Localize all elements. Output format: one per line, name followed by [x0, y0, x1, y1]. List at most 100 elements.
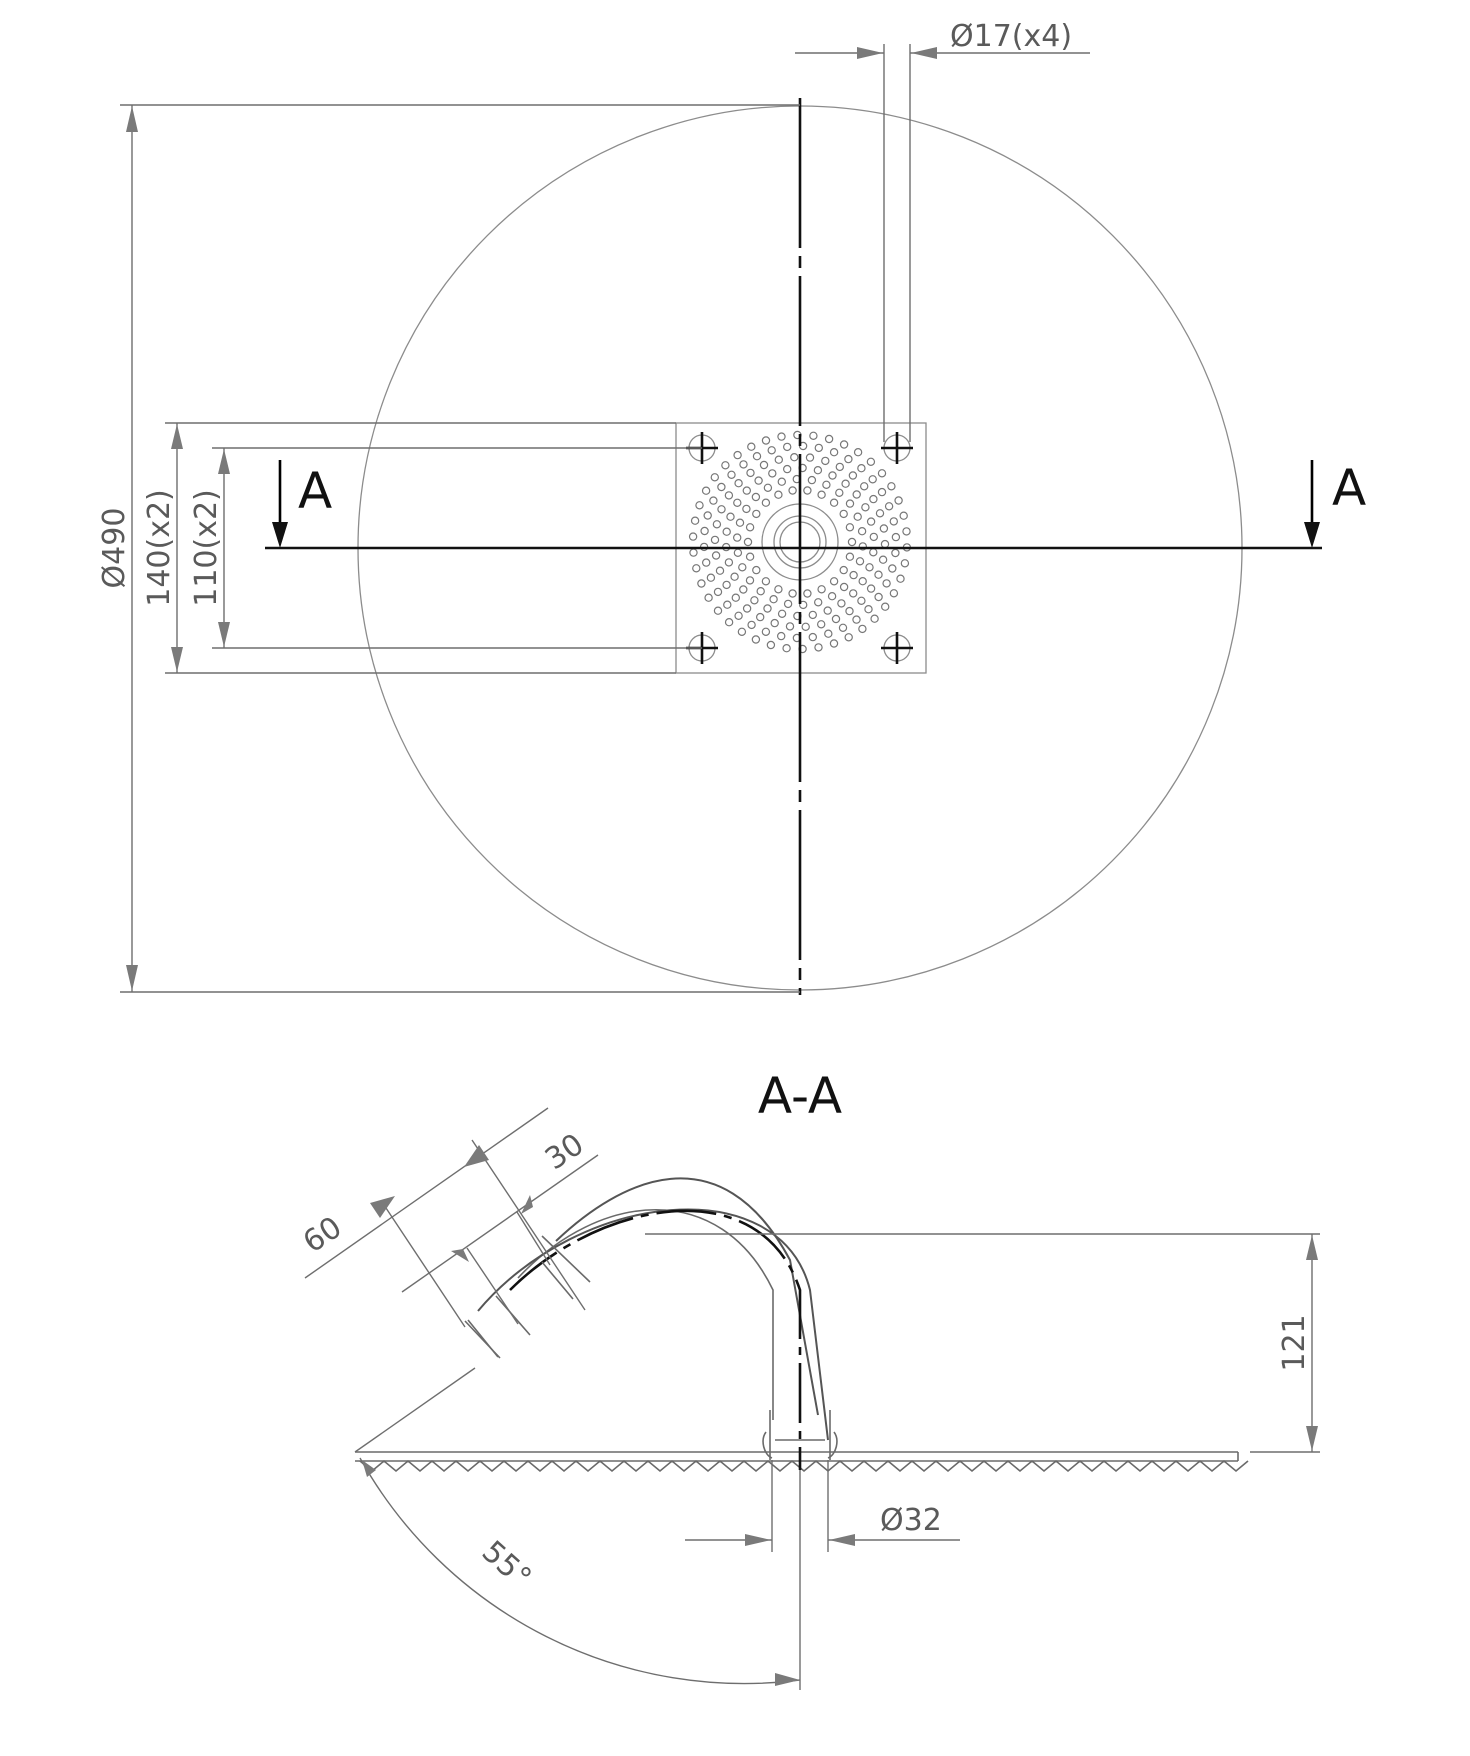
- nozzle-hole: [808, 610, 818, 620]
- nozzle-hole: [788, 486, 797, 495]
- nozzle-hole: [877, 487, 887, 497]
- nozzle-hole: [782, 644, 791, 653]
- nozzle-hole: [763, 483, 773, 492]
- nozzle-hole: [838, 623, 848, 633]
- nozzle-hole: [801, 622, 810, 632]
- shower-arm: [464, 1177, 838, 1470]
- svg-text:30: 30: [539, 1127, 590, 1177]
- nozzle-hole: [808, 632, 818, 642]
- nozzle-hole: [869, 548, 878, 557]
- nozzle-hole: [896, 574, 905, 583]
- nozzle-hole: [713, 587, 723, 597]
- nozzle-hole: [881, 602, 890, 611]
- nozzle-hole: [756, 612, 765, 622]
- section-title: A-A: [758, 1067, 842, 1125]
- nozzle-hole: [857, 464, 866, 473]
- nozzle-hole: [700, 526, 709, 536]
- section-view: A-A 60: [297, 1067, 1320, 1690]
- nozzle-hole: [688, 532, 698, 541]
- nozzle-hole-pattern: [688, 430, 912, 654]
- nozzle-hole: [767, 446, 776, 455]
- nozzle-hole: [877, 469, 887, 478]
- svg-text:A: A: [298, 462, 332, 520]
- nozzle-hole: [733, 548, 743, 558]
- nozzle-hole: [770, 618, 779, 628]
- nozzle-hole: [742, 486, 752, 495]
- nozzle-hole: [730, 572, 739, 581]
- nozzle-hole: [737, 627, 747, 637]
- nozzle-hole: [841, 479, 850, 488]
- dimension-hole-spacing-110: 110(x2): [189, 447, 702, 649]
- nozzle-hole: [813, 466, 823, 475]
- nozzle-hole: [703, 511, 712, 520]
- nozzle-hole: [745, 576, 755, 585]
- nozzle-hole: [766, 640, 776, 650]
- nozzle-hole: [805, 453, 815, 462]
- nozzle-hole: [835, 488, 844, 497]
- nozzle-hole: [710, 473, 720, 482]
- nozzle-hole: [774, 585, 783, 594]
- nozzle-hole: [891, 532, 901, 542]
- nozzle-hole: [809, 431, 818, 440]
- nozzle-hole: [853, 512, 862, 521]
- nozzle-hole: [902, 527, 911, 536]
- nozzle-hole: [774, 455, 784, 464]
- nozzle-hole: [829, 577, 839, 586]
- dimension-angle-55: 55°: [354, 1367, 801, 1690]
- nozzle-hole: [845, 606, 854, 616]
- nozzle-hole: [734, 611, 743, 621]
- nozzle-hole: [752, 452, 762, 461]
- nozzle-hole: [845, 552, 855, 561]
- nozzle-hole: [751, 492, 761, 502]
- nozzle-hole: [839, 440, 849, 449]
- nozzle-hole: [817, 620, 826, 629]
- dimension-pipe-diameter-32: Ø32: [685, 1460, 960, 1552]
- nozzle-hole: [751, 635, 761, 644]
- nozzle-hole: [870, 614, 879, 623]
- nozzle-hole: [738, 563, 747, 572]
- nozzle-hole: [849, 570, 858, 580]
- nozzle-hole: [745, 552, 755, 561]
- nozzle-hole: [888, 564, 897, 573]
- nozzle-hole: [879, 524, 889, 533]
- nozzle-hole: [868, 475, 877, 484]
- nozzle-hole: [845, 523, 855, 532]
- nozzle-hole: [783, 599, 793, 609]
- svg-text:121: 121: [1277, 1314, 1312, 1371]
- nozzle-hole: [704, 593, 713, 602]
- nozzle-hole: [731, 593, 741, 602]
- nozzle-hole: [783, 442, 792, 452]
- nozzle-hole: [721, 461, 730, 470]
- svg-text:110(x2): 110(x2): [189, 489, 224, 607]
- nozzle-hole: [858, 624, 867, 634]
- nozzle-hole: [774, 490, 783, 499]
- nozzle-hole: [717, 505, 726, 514]
- nozzle-hole: [803, 589, 812, 598]
- nozzle-hole: [899, 511, 908, 520]
- nozzle-hole: [869, 494, 878, 504]
- nozzle-hole: [724, 491, 734, 500]
- svg-text:55°: 55°: [475, 1534, 538, 1596]
- nozzle-hole: [829, 498, 839, 507]
- svg-text:Ø490: Ø490: [97, 508, 132, 589]
- dimension-121: 121: [645, 1233, 1320, 1453]
- nozzle-hole: [761, 436, 771, 445]
- nozzle-hole: [849, 589, 858, 598]
- nozzle-hole: [722, 527, 731, 536]
- nozzle-hole: [900, 559, 910, 568]
- nozzle-hole: [817, 585, 826, 594]
- nozzle-hole: [882, 579, 891, 588]
- nozzle-hole: [733, 533, 742, 542]
- nozzle-hole: [745, 523, 755, 532]
- nozzle-hole: [847, 537, 857, 547]
- nozzle-hole: [861, 503, 870, 512]
- nozzle-hole: [878, 555, 888, 564]
- nozzle-hole: [777, 631, 786, 641]
- nozzle-hole: [845, 499, 855, 508]
- nozzle-hole: [715, 566, 725, 575]
- nozzle-hole: [829, 639, 839, 648]
- nozzle-hole: [701, 486, 711, 495]
- mounting-hole: [881, 632, 913, 664]
- nozzle-hole: [858, 577, 867, 586]
